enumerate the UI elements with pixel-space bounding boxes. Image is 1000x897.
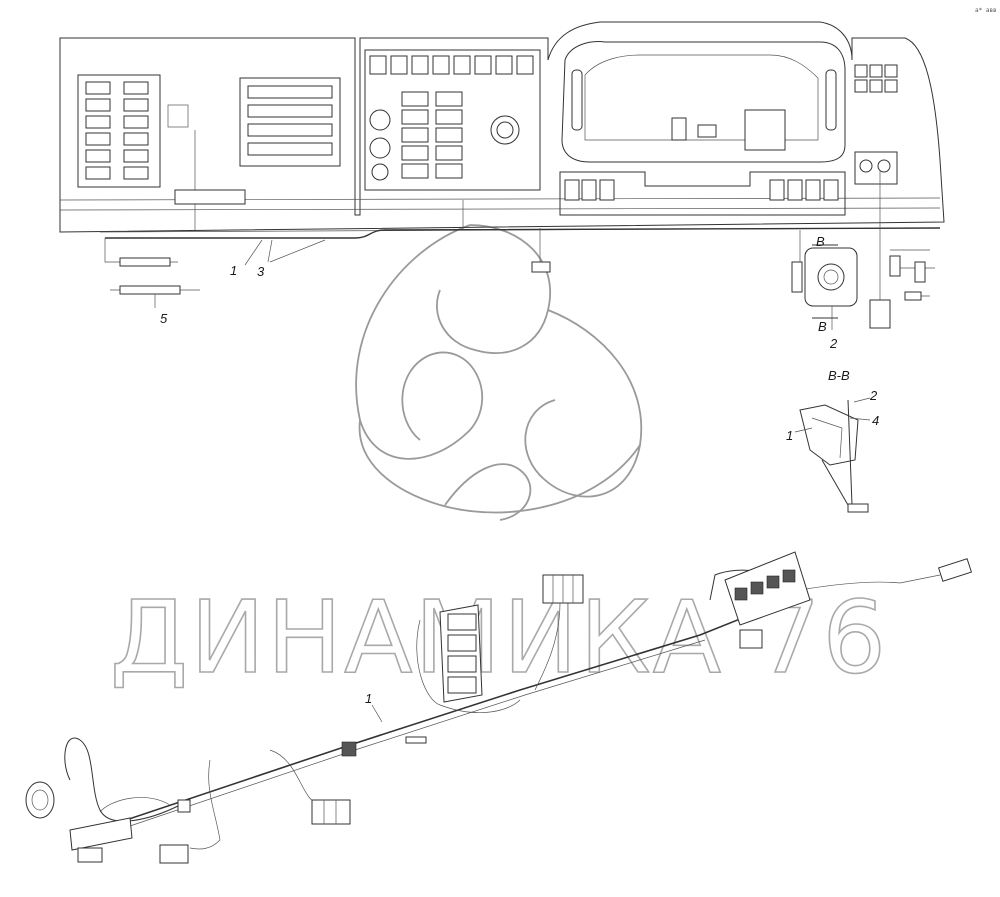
connector-row: [247, 104, 333, 118]
callout-b-bottom: B: [818, 319, 827, 334]
fuse-slot: [85, 81, 111, 95]
fuse-slot: [123, 81, 149, 95]
fuse-slot: [85, 149, 111, 163]
callout-1-top: 1: [230, 263, 237, 278]
dashboard-panel: [59, 21, 945, 329]
block-pin: [750, 581, 764, 595]
relay-unit: [447, 676, 477, 694]
relay-slot: [401, 109, 429, 125]
callout-b-top: B: [816, 234, 825, 249]
fuse-slot: [123, 132, 149, 146]
relay-slot: [435, 163, 463, 179]
switch-slot: [516, 55, 534, 75]
corner-note: а* авв: [975, 7, 997, 14]
callout-2-main: 2: [829, 336, 838, 351]
round-socket-left: [25, 781, 55, 819]
inline-connector: [341, 741, 357, 757]
top-callouts: 1 3 5 B B 2: [154, 234, 838, 351]
relay-unit: [447, 655, 477, 673]
small-connector-right: [739, 629, 763, 649]
connector-bottom-middle: [311, 799, 351, 825]
connector-row: [247, 85, 333, 99]
switch-slot: [474, 55, 492, 75]
callout-5: 5: [160, 311, 168, 326]
relay-unit: [447, 613, 477, 631]
relay-slot: [401, 145, 429, 161]
switch-slot: [390, 55, 408, 75]
relay-slot: [435, 127, 463, 143]
relay-slot: [401, 91, 429, 107]
socket-connector-b: [804, 247, 858, 307]
connector-row: [247, 123, 333, 137]
fuse-slot: [85, 98, 111, 112]
fuse-slot: [85, 115, 111, 129]
relay-slot: [401, 163, 429, 179]
watermark-logo: [355, 224, 643, 521]
switch-slot: [453, 55, 471, 75]
relay-slot: [435, 109, 463, 125]
connector-row: [247, 142, 333, 156]
section-callout-4: 4: [872, 413, 879, 428]
relay-slot: [435, 91, 463, 107]
section-title: B-B: [828, 368, 850, 383]
connector-bottom-left: [159, 844, 189, 864]
fuse-slot: [123, 166, 149, 180]
section-callout-1: 1: [786, 428, 793, 443]
relay-slot: [435, 145, 463, 161]
callout-1-bottom: 1: [365, 691, 372, 706]
relay-slot: [401, 127, 429, 143]
connector-far-right: [937, 558, 973, 582]
wiring-harness: 1: [25, 551, 973, 864]
relay-unit: [447, 634, 477, 652]
block-pin: [782, 569, 796, 583]
switch-slot: [411, 55, 429, 75]
section-b-b-view: B-B 2 4 1: [786, 368, 879, 513]
fuse-slot: [123, 115, 149, 129]
switch-slot: [495, 55, 513, 75]
fuse-slot: [85, 132, 111, 146]
lower-left-plug: [77, 847, 103, 863]
fuse-slot: [123, 149, 149, 163]
switch-slot: [432, 55, 450, 75]
callout-3: 3: [257, 264, 265, 279]
fuse-slot: [123, 98, 149, 112]
block-pin: [734, 587, 748, 601]
section-callout-2: 2: [869, 388, 878, 403]
switch-slot: [369, 55, 387, 75]
fuse-slot: [85, 166, 111, 180]
block-pin: [766, 575, 780, 589]
